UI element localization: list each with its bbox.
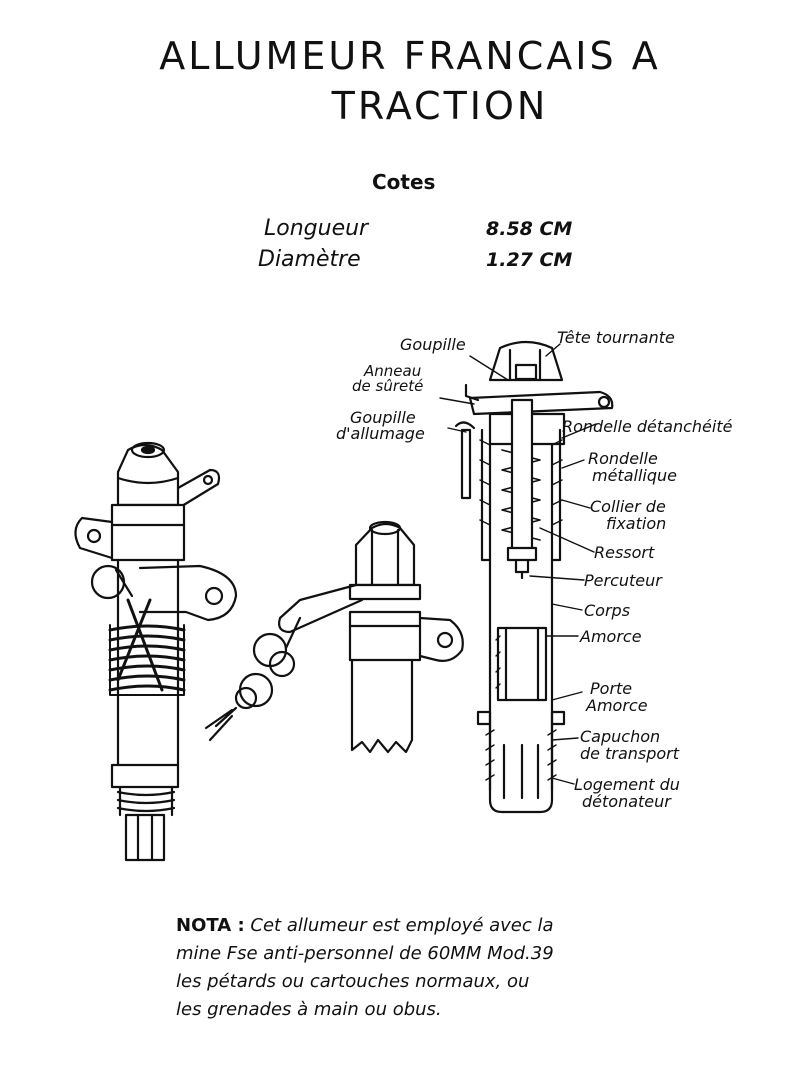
callout-leaders — [439, 343, 597, 785]
nota-line-4: les grenades à main ou obus. — [176, 999, 442, 1020]
label-percuteur: Percuteur — [584, 571, 662, 590]
label-goupille-allumage-line-1: Goupille — [350, 408, 416, 427]
label-capuchon-line-1: Capuchon — [580, 727, 661, 746]
nota-line-3: les pétards ou cartouches normaux, ou — [176, 971, 530, 992]
dimensions-heading: Cotes — [372, 170, 436, 194]
igniter-exterior-view — [74, 441, 238, 862]
label-ressort: Ressort — [594, 543, 655, 562]
nota-line-1: Cet allumeur est employé avec la — [250, 915, 554, 936]
label-capuchon-transport: Capuchon de transport — [580, 728, 679, 762]
label-rondelle-metallique-line-1: Rondelle — [588, 449, 658, 468]
label-porte-amorce-line-2: Amorce — [586, 696, 648, 715]
label-rondelle-metallique: Rondelle métallique — [588, 450, 677, 484]
label-rondelle-etancheite: Rondelle détanchéité — [562, 417, 733, 436]
label-tete-tournante: Tête tournante — [557, 328, 675, 347]
label-goupille-allumage: Goupille d'allumage — [336, 410, 425, 442]
label-porte-amorce-line-1: Porte — [590, 679, 633, 698]
length-value: 8.58 CM — [486, 218, 573, 240]
page-title-line-2: TRACTION — [331, 84, 549, 128]
label-collier-line-1: Collier de — [590, 497, 666, 516]
label-logement-line-1: Logement du — [574, 775, 680, 794]
length-label: Longueur — [264, 216, 369, 241]
label-capuchon-line-2: de transport — [580, 744, 680, 763]
label-logement-detonateur: Logement du détonateur — [574, 776, 680, 810]
label-logement-line-2: détonateur — [582, 792, 671, 811]
nota-line-2: mine Fse anti-personnel de 60MM Mod.39 — [176, 943, 554, 964]
igniter-cross-section — [454, 340, 614, 814]
label-anneau-surete: Anneau de sûreté — [352, 364, 423, 394]
nota-text: NOTA : Cet allumeur est employé avec la … — [176, 912, 696, 1024]
igniter-cutaway-exterior — [204, 520, 464, 754]
label-collier-fixation: Collier de fixation — [590, 498, 666, 532]
label-goupille: Goupille — [400, 335, 466, 354]
label-anneau-line-1: Anneau — [364, 362, 422, 380]
diameter-label: Diamètre — [258, 247, 361, 272]
label-collier-line-2: fixation — [606, 514, 667, 533]
page-title-line-1: ALLUMEUR FRANCAIS A — [159, 34, 661, 78]
label-porte-amorce: Porte Amorce — [586, 680, 648, 714]
label-amorce: Amorce — [580, 627, 642, 646]
diameter-value: 1.27 CM — [486, 249, 573, 271]
label-rondelle-metallique-line-2: métallique — [592, 466, 677, 485]
label-corps: Corps — [584, 601, 631, 620]
label-anneau-line-2: de sûreté — [352, 377, 424, 395]
nota-heading: NOTA : — [176, 915, 245, 936]
label-goupille-allumage-line-2: d'allumage — [336, 424, 425, 443]
